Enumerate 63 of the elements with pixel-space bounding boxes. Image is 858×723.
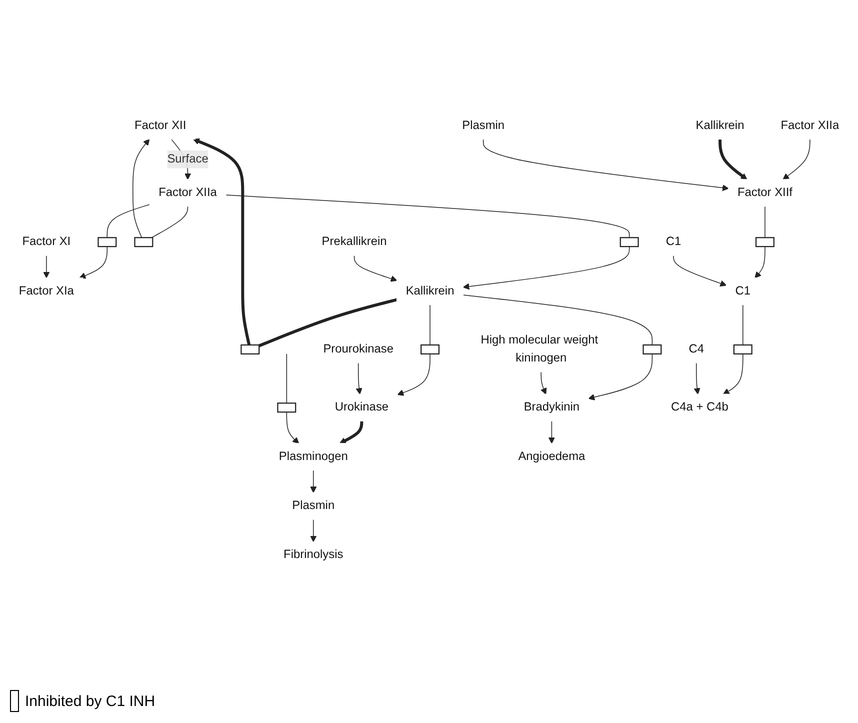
connector (286, 353, 288, 403)
arrow (754, 246, 766, 278)
arrow (310, 469, 317, 492)
arrow (354, 254, 398, 282)
legend-text: Inhibited by C1 INH (25, 692, 156, 710)
arrow (540, 370, 547, 394)
node-text: Prourokinase (323, 342, 394, 355)
arrow (132, 138, 150, 238)
node-text: C1 (735, 284, 751, 297)
node-text: Factor XII (134, 118, 186, 132)
connector (462, 294, 653, 345)
node-text: Urokinase (334, 400, 389, 414)
node-text: Kallikrein (696, 118, 744, 132)
node-box (733, 344, 752, 354)
arrow (192, 138, 251, 345)
node-text: Plasmin (292, 498, 335, 512)
arrow (718, 138, 748, 180)
arrow (310, 518, 317, 542)
arrow (339, 420, 364, 444)
arrow (286, 411, 300, 444)
arrow (356, 362, 362, 394)
node-box (98, 236, 117, 247)
connector (226, 194, 630, 238)
node-text: Prekallikrein (322, 234, 387, 248)
arrow (782, 138, 810, 180)
node-box (620, 236, 639, 247)
node-text: Factor XIa (18, 284, 74, 297)
node-text: Fibrinolysis (284, 548, 344, 561)
edge-label: Surface (167, 152, 208, 165)
node-box (277, 402, 296, 412)
node-text: Factor XIIa (780, 118, 840, 132)
node-text: Kallikrein (406, 284, 454, 297)
arrow (397, 353, 430, 396)
node-text: Plasminogen (278, 450, 348, 462)
node-text: C1 (666, 234, 682, 248)
node-text: Plasmin (462, 118, 505, 132)
arrow (694, 362, 700, 394)
arrow (722, 353, 744, 394)
connector (258, 298, 398, 347)
node-text: Factor XI (22, 234, 71, 248)
arrow (43, 254, 50, 278)
node-text: C4 (688, 342, 704, 355)
connector (764, 205, 766, 238)
node-box (240, 344, 260, 354)
arrow (462, 246, 630, 290)
connector (106, 204, 150, 238)
node-box (642, 344, 662, 354)
arrow (482, 138, 729, 191)
node-text: Angioedema (518, 450, 586, 462)
node-box (420, 344, 440, 354)
arrow (548, 420, 555, 444)
node-text: C4a + C4b (671, 400, 728, 414)
connector (742, 304, 744, 345)
node-text: Factor XIIf (737, 186, 792, 198)
node-text: Factor XIIa (158, 186, 217, 198)
node-text: Bradykinin (524, 400, 580, 414)
arrow (588, 353, 653, 400)
node-text: High molecular weight kininogen (480, 333, 598, 364)
arrow (79, 246, 108, 278)
connector (151, 205, 188, 238)
node-box (755, 236, 774, 247)
node-box (134, 236, 154, 247)
arrow (673, 254, 727, 286)
